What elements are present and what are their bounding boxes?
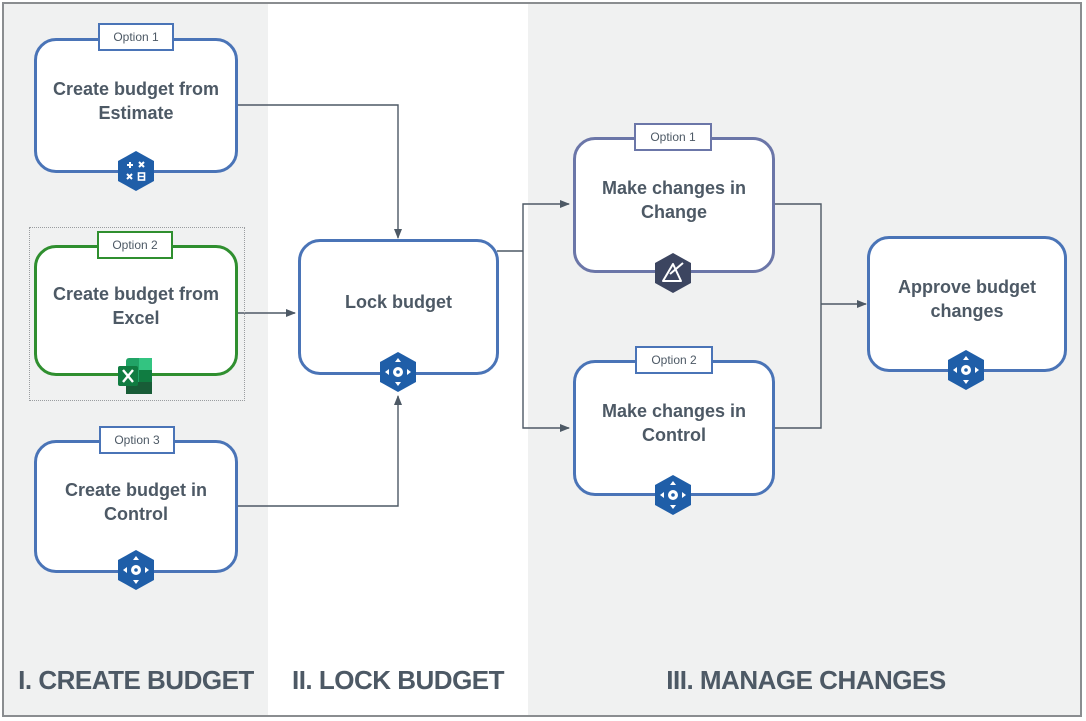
control-icon — [948, 350, 984, 390]
control-icon — [380, 352, 416, 392]
connector-estimate-lock — [237, 104, 402, 239]
option-tag: Option 3 — [99, 426, 175, 454]
connector-control-lock — [237, 395, 402, 507]
node-approve-budget-changes[interactable]: Approve budget changes — [867, 236, 1067, 372]
node-create-from-estimate[interactable]: Create budget from Estimate — [34, 38, 238, 173]
control-icon — [655, 475, 691, 515]
excel-option-highlight — [29, 227, 245, 401]
connector-lines — [237, 104, 867, 507]
node-create-from-excel[interactable]: Create budget from Excel — [34, 245, 238, 376]
section-title-create-budget: I. CREATE BUDGET — [18, 665, 254, 695]
control-icon — [118, 550, 154, 590]
node-label: Make changes in Control — [601, 401, 747, 445]
section-title-lock-budget: II. LOCK BUDGET — [291, 665, 505, 695]
change-icon — [655, 253, 691, 293]
node-label: Approve budget changes — [898, 277, 1036, 321]
node-lock-budget[interactable]: Lock budget — [298, 239, 499, 375]
option-tag: Option 1 — [98, 23, 174, 51]
connector-split-control — [522, 251, 570, 432]
section-title-manage-changes: III. MANAGE CHANGES — [666, 665, 946, 695]
node-label: Lock budget — [345, 292, 452, 312]
node-label: Make changes in Change — [601, 178, 747, 222]
option-tag: Option 1 — [634, 123, 712, 151]
connector-change-join — [773, 203, 822, 304]
calculator-icon — [118, 151, 154, 191]
node-changes-in-control[interactable]: Make changes in Control — [573, 360, 775, 496]
option-tag: Option 2 — [97, 231, 173, 259]
node-label: Create budget from Excel — [52, 283, 220, 328]
connector-split-change — [522, 200, 570, 251]
node-label: Create budget from Estimate — [52, 78, 220, 123]
option-tag: Option 2 — [635, 346, 713, 374]
excel-icon — [118, 358, 152, 394]
node-label: Create budget in Control — [64, 479, 207, 524]
connector-control-join — [773, 304, 822, 429]
